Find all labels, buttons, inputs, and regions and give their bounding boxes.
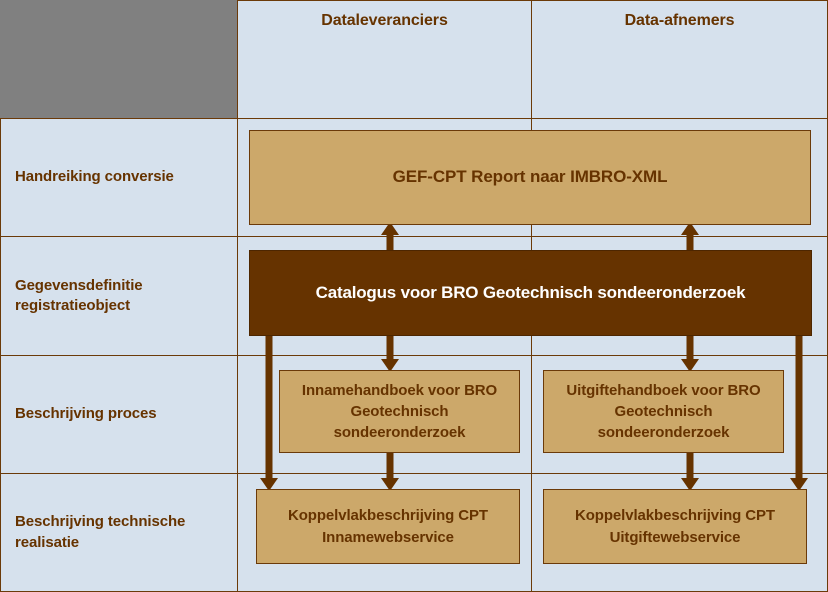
arrow-shaft: [795, 334, 803, 480]
arrow-catalogus-to-gef-cpt-left: [380, 222, 400, 256]
arrow-head: [381, 222, 399, 235]
arrow-shaft: [686, 233, 694, 256]
arrow-head: [260, 478, 278, 491]
row-label-text: Beschrijving proces: [15, 405, 157, 423]
row-label-text: Gegevensdefinitie registratieobject: [15, 276, 143, 314]
column-header-data-afnemers: Data-afnemers: [531, 0, 828, 119]
arrow-head: [681, 359, 699, 372]
box-label: GEF-CPT Report naar IMBRO-XML: [392, 167, 668, 187]
arrow-head: [381, 478, 399, 491]
arrow-catalogus-to-uitgiftehandboek: [680, 334, 700, 372]
arrow-catalogus-to-innamehandboek: [380, 334, 400, 372]
box-koppelvlakbeschrijving-cpt-uitgiftewebservice[interactable]: Koppelvlakbeschrijving CPT Uitgiftewebse…: [543, 489, 807, 564]
arrow-catalogus-to-koppelvlak-uitgifte-bypass: [789, 334, 809, 491]
arrow-head: [790, 478, 808, 491]
box-label: Koppelvlakbeschrijving CPT Innamewebserv…: [288, 507, 488, 546]
box-koppelvlakbeschrijving-cpt-innamewebservice[interactable]: Koppelvlakbeschrijving CPT Innamewebserv…: [256, 489, 520, 564]
box-label: Koppelvlakbeschrijving CPT Uitgiftewebse…: [575, 507, 775, 546]
box-label: Innamehandboek voor BRO Geotechnisch son…: [301, 381, 498, 442]
column-header-label: Dataleveranciers: [321, 12, 448, 29]
row-label-beschrijving-proces: Beschrijving proces: [0, 355, 238, 474]
row-label-handreiking-conversie: Handreiking conversie: [0, 118, 238, 237]
arrow-shaft: [686, 334, 694, 361]
arrow-catalogus-to-koppelvlak-inname-bypass: [259, 334, 279, 491]
arrow-shaft: [386, 452, 394, 480]
box-gef-cpt-report[interactable]: GEF-CPT Report naar IMBRO-XML: [249, 130, 811, 225]
grid-corner-cell: [0, 0, 238, 119]
column-header-dataleveranciers: Dataleveranciers: [237, 0, 532, 119]
arrow-shaft: [686, 452, 694, 480]
box-label: Uitgiftehandboek voor BRO Geotechnisch s…: [566, 381, 761, 442]
row-label-beschrijving-technische-realisatie: Beschrijving technische realisatie: [0, 473, 238, 592]
box-innamehandboek[interactable]: Innamehandboek voor BRO Geotechnisch son…: [279, 370, 520, 453]
arrow-head: [681, 478, 699, 491]
arrow-catalogus-to-gef-cpt-right: [680, 222, 700, 256]
row-label-text: Beschrijving technische realisatie: [15, 513, 186, 551]
box-uitgiftehandboek[interactable]: Uitgiftehandboek voor BRO Geotechnisch s…: [543, 370, 784, 453]
row-label-text: Handreiking conversie: [15, 168, 174, 186]
row-label-gegevensdefinitie-registratieobject: Gegevensdefinitie registratieobject: [0, 236, 238, 356]
box-catalogus-bro-geotechnisch-sondeeronderzoek[interactable]: Catalogus voor BRO Geotechnisch sondeero…: [249, 250, 812, 336]
arrow-shaft: [386, 233, 394, 256]
arrow-head: [681, 222, 699, 235]
arrow-uitgiftehandboek-to-koppelvlak-uitgifte: [680, 452, 700, 491]
box-label: Catalogus voor BRO Geotechnisch sondeero…: [315, 282, 746, 302]
arrow-innamehandboek-to-koppelvlak-inname: [380, 452, 400, 491]
arrow-shaft: [386, 334, 394, 361]
column-header-label: Data-afnemers: [624, 12, 735, 29]
arrow-shaft: [265, 334, 273, 480]
arrow-head: [381, 359, 399, 372]
